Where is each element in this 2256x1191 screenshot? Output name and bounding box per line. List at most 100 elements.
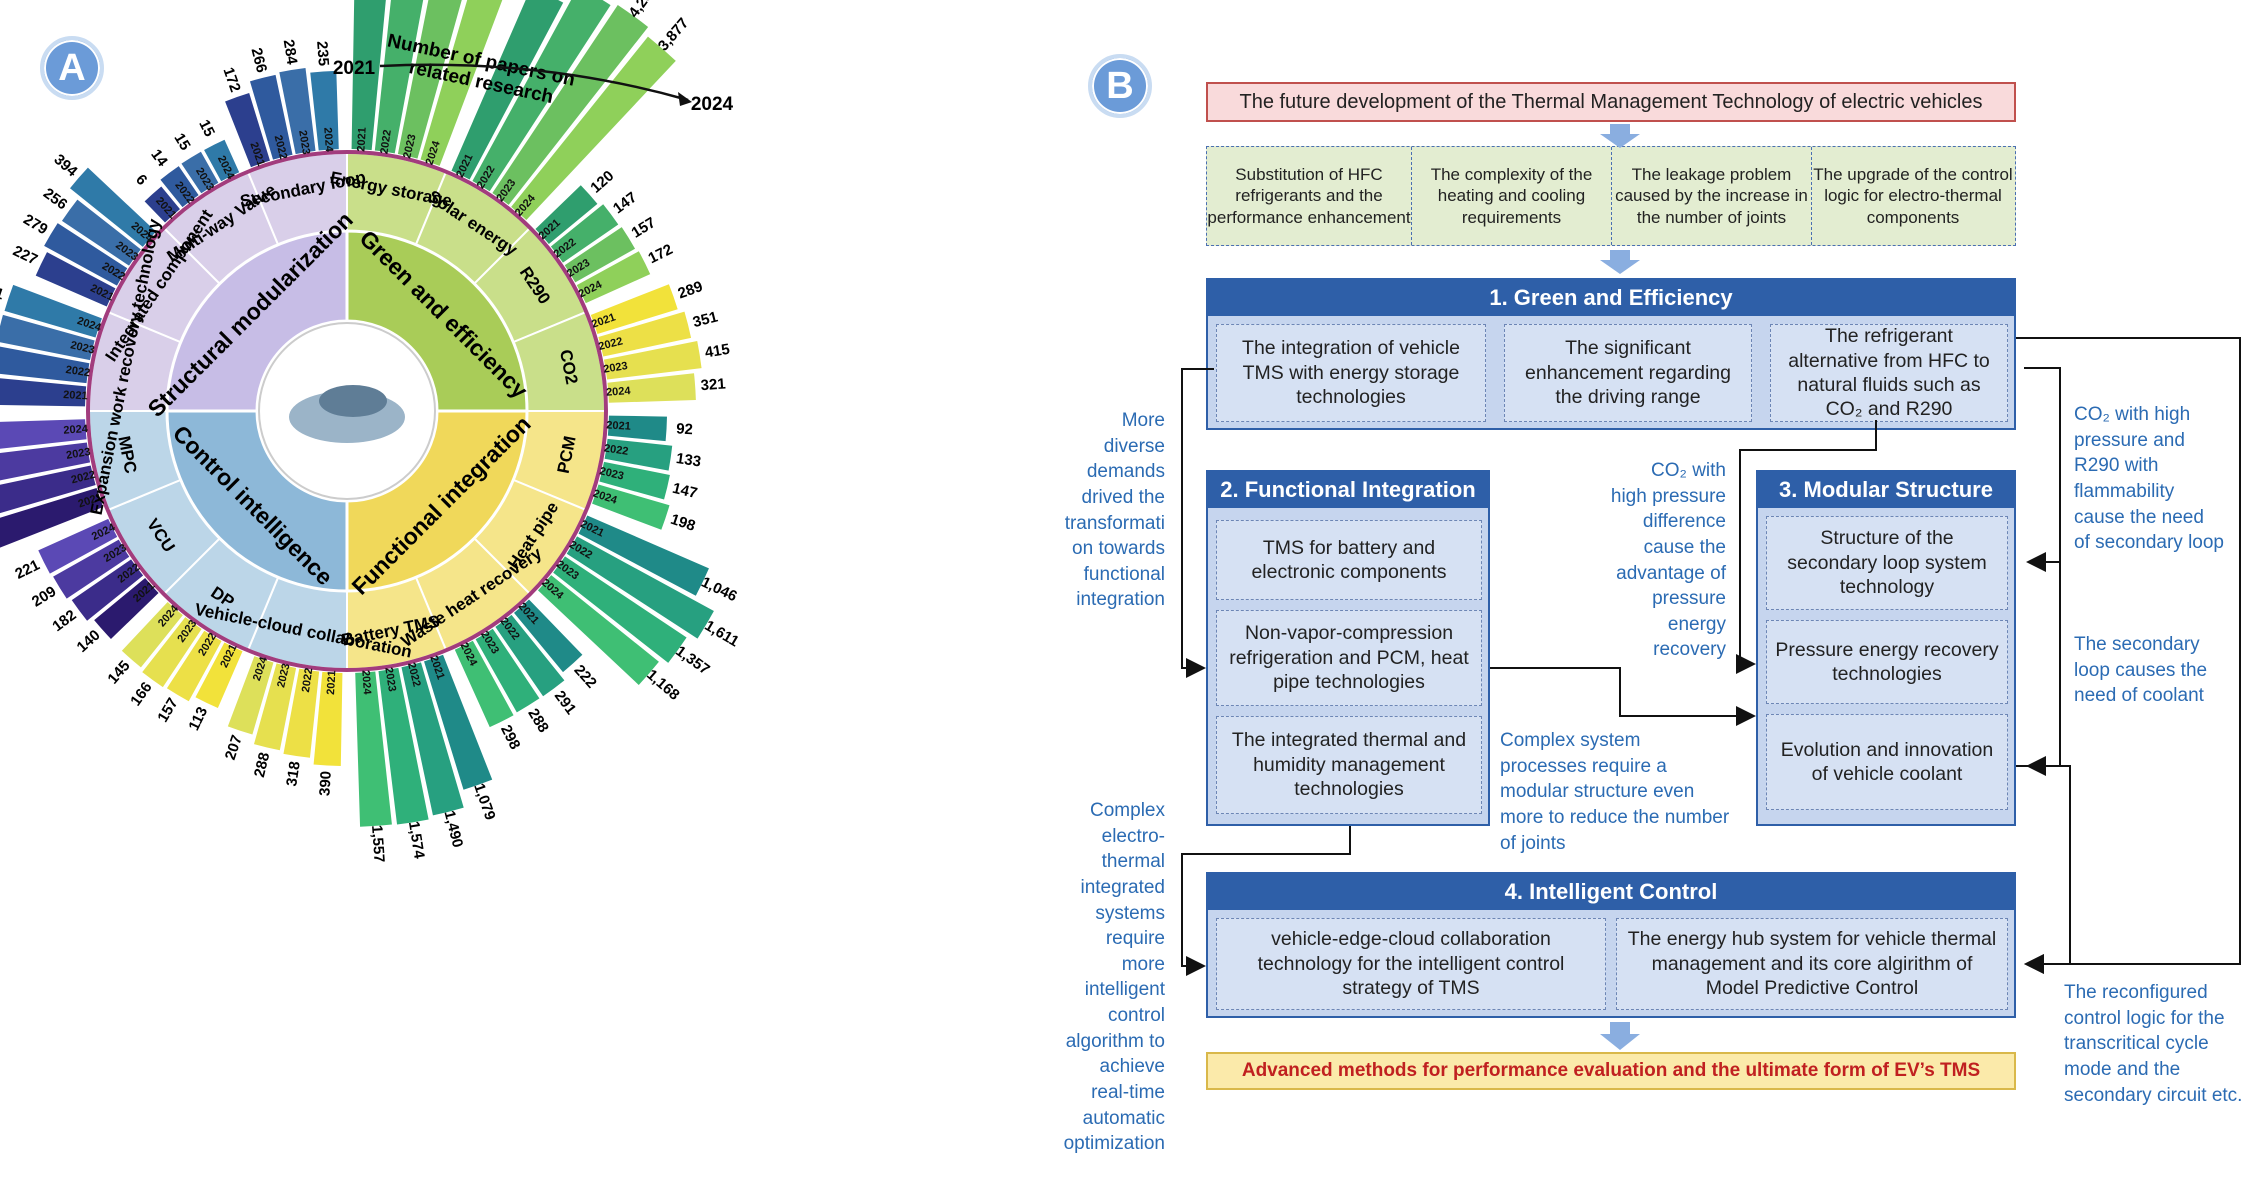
bar xyxy=(249,74,293,160)
bar-count-label: 182 xyxy=(49,607,79,636)
bar-count-label: 166 xyxy=(127,679,155,709)
sec1-energy-storage: The integration of vehicle TMS with ener… xyxy=(1216,324,1486,422)
outer-ring xyxy=(86,150,608,672)
link-sec2-to-sec3 xyxy=(1490,667,1756,726)
bar-year-label: 2023 xyxy=(69,339,96,356)
link-sec1-to-sec3-loop xyxy=(2024,367,2061,572)
bar-year-label: 2022 xyxy=(65,364,91,379)
panel-b: B The future development of the Thermal … xyxy=(1060,0,2256,1191)
bar-count-label: 157 xyxy=(629,214,659,242)
bar-year-label: 2022 xyxy=(300,667,315,693)
bar xyxy=(451,0,564,180)
bar xyxy=(553,556,687,663)
bar-count-label: 1,574 xyxy=(405,820,428,860)
bar-count-label: 207 xyxy=(222,733,246,762)
bar-count-label: 394 xyxy=(50,151,81,181)
bar xyxy=(225,93,270,168)
bar xyxy=(454,640,514,728)
arrow-down-1 xyxy=(1600,124,1640,148)
bar-year-label: 2023 xyxy=(603,360,629,376)
bar-count-label: 1,168 xyxy=(643,666,682,703)
bar xyxy=(35,252,116,307)
bar xyxy=(144,186,180,223)
category-quadrant xyxy=(345,409,529,593)
bar-count-label: 321 xyxy=(700,376,726,395)
bar xyxy=(283,668,320,758)
bar xyxy=(576,251,651,304)
bar-count-label: 113 xyxy=(185,704,211,733)
bar xyxy=(4,284,102,338)
bar-count-label: 1,357 xyxy=(672,643,712,679)
arrow-down-2 xyxy=(1600,250,1640,274)
bar xyxy=(0,378,87,407)
arrow-down-3 xyxy=(1600,1022,1640,1050)
note-secondary-coolant: The secondary loop causes the need of co… xyxy=(2074,634,2208,707)
bar-year-label: 2023 xyxy=(598,465,625,482)
bar-count-label: 133 xyxy=(675,450,702,470)
bar xyxy=(492,4,649,205)
bar-count-label: 279 xyxy=(20,211,50,238)
bar-year-label: 2021 xyxy=(63,389,88,402)
bar xyxy=(166,630,222,702)
bar-year-label: 2021 xyxy=(325,670,338,695)
link-loop-to-coolant xyxy=(2026,560,2061,776)
section-green-efficiency: 1. Green and Efficiency The integration … xyxy=(1206,278,2016,430)
bar-count-label: 209 xyxy=(29,583,59,611)
note-more-diverse: More diverse demands drived the transfor… xyxy=(1064,410,1165,611)
bar xyxy=(535,185,598,244)
future-development-title: The future development of the Thermal Ma… xyxy=(1206,82,2016,122)
bar-year-label: 2023 xyxy=(275,662,292,689)
bar xyxy=(160,166,199,208)
sec2-battery-tms: TMS for battery and electronic component… xyxy=(1216,520,1482,600)
bar xyxy=(279,68,316,155)
bar xyxy=(38,518,118,574)
bar-count-label: 172 xyxy=(646,241,676,267)
section-functional-integration: 2. Functional Integration TMS for batter… xyxy=(1206,470,1490,826)
bar xyxy=(310,70,339,151)
section-intelligent-control: 4. Intelligent Control vehicle-edge-clou… xyxy=(1206,872,2016,1018)
bar xyxy=(424,654,493,790)
sec4-energy-hub: The energy hub system for vehicle therma… xyxy=(1616,918,2008,1010)
sec3-secondary-loop: Structure of the secondary loop system t… xyxy=(1766,516,2008,610)
bar xyxy=(0,419,87,449)
bar-count-label: 1,079 xyxy=(470,781,498,822)
bar-count-label: 291 xyxy=(551,688,580,718)
bar-count-label: 6 xyxy=(132,171,150,189)
bar-count-label: 15 xyxy=(195,117,218,140)
bar-count-label: 288 xyxy=(251,751,273,779)
sec1-driving-range: The significant enhancement regarding th… xyxy=(1504,324,1752,422)
bar xyxy=(607,415,667,442)
bar xyxy=(0,442,91,481)
bar-count-label: 227 xyxy=(10,242,40,268)
bar-count-label: 3,877 xyxy=(655,15,692,54)
bar xyxy=(71,559,144,621)
bar-count-label: 411 xyxy=(0,280,6,304)
legend-arrow-head xyxy=(678,92,692,106)
bar xyxy=(564,227,636,283)
note-complex-system: Complex system processes require a modul… xyxy=(1500,730,1730,854)
bar-count-label: 147 xyxy=(610,189,640,218)
driver-hfc: Substitution of HFC refrigerants and the… xyxy=(1207,147,1412,245)
note-co2-flammability: CO₂ with high pressure and R290 with fla… xyxy=(2074,404,2224,554)
bar xyxy=(511,36,676,221)
bar-count-label: 198 xyxy=(668,511,697,535)
bar-count-label: 1,557 xyxy=(368,824,388,863)
bar xyxy=(0,488,104,548)
bar xyxy=(550,204,619,263)
bar-year-label: 2022 xyxy=(70,469,97,487)
bar xyxy=(53,539,130,599)
bar xyxy=(598,311,692,357)
bar xyxy=(592,484,670,530)
bar-year-label: 2021 xyxy=(355,127,368,152)
bar xyxy=(227,656,274,735)
bar xyxy=(204,139,240,182)
bar-year-label: 2023 xyxy=(296,129,312,155)
bar xyxy=(599,461,670,500)
bar-count-label: 284 xyxy=(280,38,301,66)
bar-year-label: 2022 xyxy=(378,129,393,155)
section-4-title: 4. Intelligent Control xyxy=(1208,874,2014,910)
bar xyxy=(121,601,183,668)
bar-count-label: 92 xyxy=(676,420,694,438)
ultimate-form-title: Advanced methods for performance evaluat… xyxy=(1206,1052,2016,1090)
